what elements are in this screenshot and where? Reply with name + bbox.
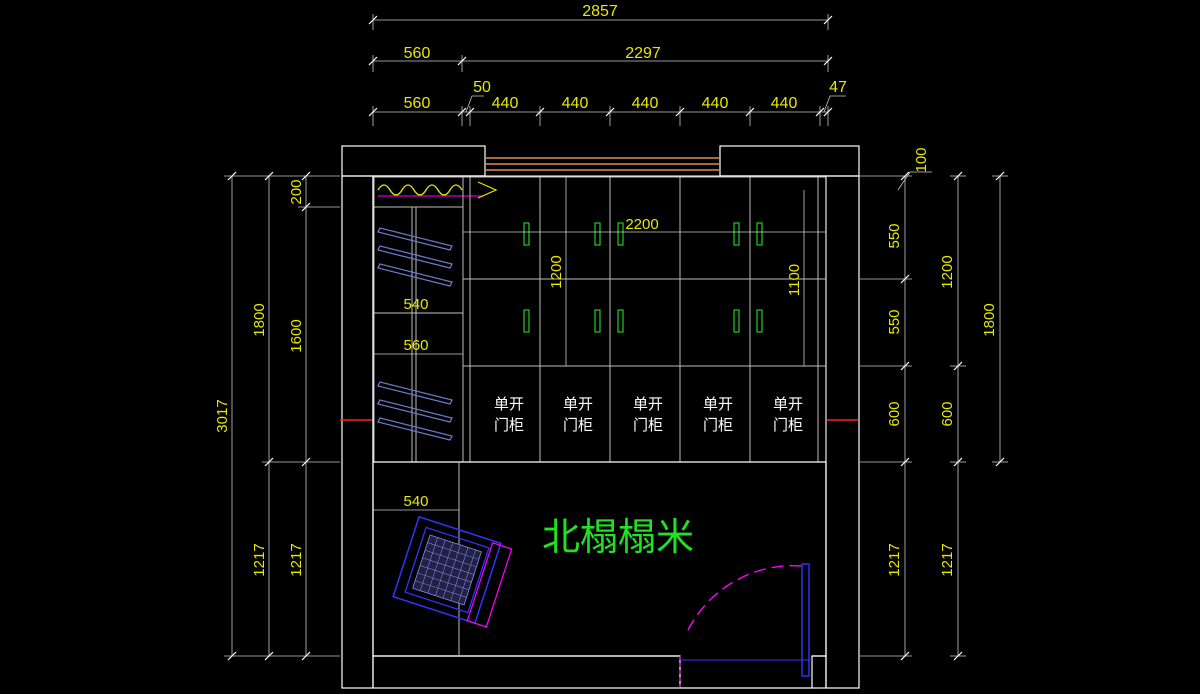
cabinet-3-line1: 单开: [633, 395, 663, 413]
dim-end-gap-47: 47: [829, 79, 847, 96]
dim-right-1200: 1200: [939, 255, 956, 288]
cabinet-1-line1: 单开: [494, 395, 524, 413]
walls: [341, 145, 860, 689]
dim-right-part-2297: 2297: [625, 45, 661, 62]
lift-table: [392, 515, 513, 628]
door-handles: [523, 222, 763, 333]
cabinet-2-line1: 单开: [563, 395, 593, 413]
clothes-hangers-lower: [377, 381, 453, 441]
cabinet-1-line2: 门柜: [494, 416, 524, 434]
dim-right-600: 600: [886, 401, 903, 426]
heater-icon: [377, 184, 463, 196]
clothes-hangers-upper: [377, 227, 453, 287]
dim-cab1-440: 440: [492, 95, 519, 112]
dim-right-1800: 1800: [981, 303, 998, 336]
dim-right-1217-b: 1217: [939, 543, 956, 576]
dim-cab3-440: 440: [632, 95, 659, 112]
dim-height-1100: 1100: [786, 264, 803, 296]
right-dimensions: 100 550 550 600 1217 1200 600 1217: [860, 147, 1008, 661]
cabinet-4-line1: 单开: [703, 395, 733, 413]
dim-mid-1600: 1600: [288, 319, 305, 352]
dim-width-560: 560: [403, 337, 428, 354]
wall-top-left: [341, 145, 486, 177]
top-dimensions: 2857 560 2297 560 50 440 440: [368, 3, 847, 126]
dim-width-540-b: 540: [403, 493, 428, 510]
dim-width-2200: 2200: [625, 216, 658, 233]
cabinet-4-line2: 门柜: [703, 416, 733, 434]
dim-right-1217: 1217: [886, 543, 903, 576]
dim-right-600-b: 600: [939, 401, 956, 426]
dim-left-part-560: 560: [404, 45, 431, 62]
dim-height-1200: 1200: [548, 255, 565, 288]
window-beam: [485, 157, 720, 177]
dim-upper-1800: 1800: [251, 303, 268, 336]
dim-lower-1217: 1217: [251, 543, 268, 576]
left-dimensions: 3017 1800 1217 200 1600 1217: [214, 171, 340, 661]
wall-top-right: [719, 145, 860, 177]
dim-seg-left-560: 560: [404, 95, 431, 112]
tatami-area: 北榻榻米: [373, 462, 812, 689]
wall-bottom-left: [372, 655, 681, 689]
cabinet-5-line1: 单开: [773, 395, 803, 413]
door-leaf: [801, 563, 810, 677]
dim-right-550-a: 550: [886, 223, 903, 248]
dim-cab4-440: 440: [702, 95, 729, 112]
dim-width-540-a: 540: [403, 296, 428, 313]
dim-overall-2857: 2857: [582, 3, 618, 20]
dim-top-200: 200: [288, 179, 305, 204]
cabinet-3-line2: 门柜: [633, 416, 663, 434]
wall-left: [341, 175, 374, 689]
dim-right-550-b: 550: [886, 309, 903, 334]
dim-lower-inner-1217: 1217: [288, 543, 305, 576]
dim-cab5-440: 440: [771, 95, 798, 112]
cabinet-2-line2: 门柜: [563, 416, 593, 434]
room-label: 北榻榻米: [542, 515, 694, 559]
dim-gap-50: 50: [473, 79, 491, 96]
cabinet-5-line2: 门柜: [773, 416, 803, 434]
dim-small-100: 100: [913, 147, 930, 172]
wall-bottom-right: [811, 655, 827, 689]
inner-dimensions: 2200 1200 1100 540 560 540: [373, 177, 826, 510]
wardrobe: 单开 门柜 单开 门柜 单开 门柜 单开 门柜 单开 门柜: [373, 176, 827, 463]
dim-cab2-440: 440: [562, 95, 589, 112]
door-swing-arc: [687, 564, 803, 631]
dim-total-3017: 3017: [214, 399, 231, 432]
wall-right: [825, 175, 860, 689]
